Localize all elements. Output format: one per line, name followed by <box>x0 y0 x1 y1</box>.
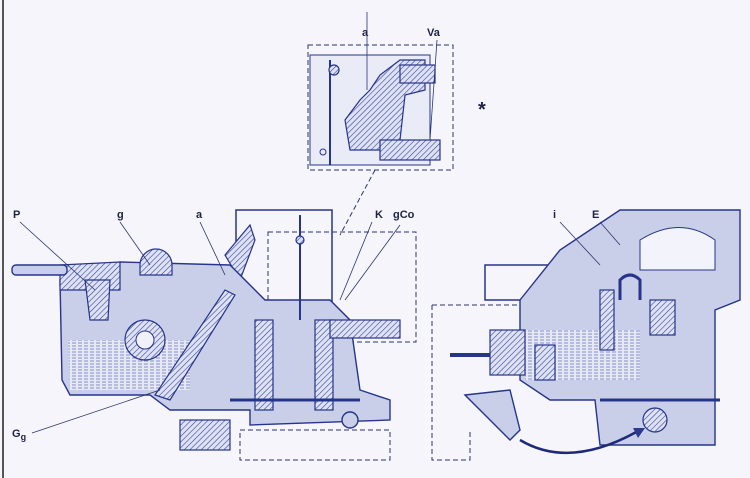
leader-line <box>429 39 438 141</box>
left-carburetor-section <box>11 209 417 461</box>
label-a-detail: a <box>362 27 369 39</box>
label-gg-sub: g <box>21 432 27 442</box>
label-i: i <box>553 209 556 221</box>
label-k: K <box>375 209 383 221</box>
label-p: P <box>13 209 20 221</box>
label-asterisk: * <box>478 99 486 121</box>
label-va: Va <box>427 27 441 39</box>
detail-inset <box>307 12 454 236</box>
label-gco: gCo <box>393 209 415 221</box>
label-gg-main: G <box>12 428 21 440</box>
label-e: E <box>592 209 599 221</box>
label-a: a <box>196 209 203 221</box>
label-g: g <box>117 209 124 221</box>
label-gg: Gg <box>12 428 26 442</box>
right-carburetor-section <box>431 209 741 461</box>
